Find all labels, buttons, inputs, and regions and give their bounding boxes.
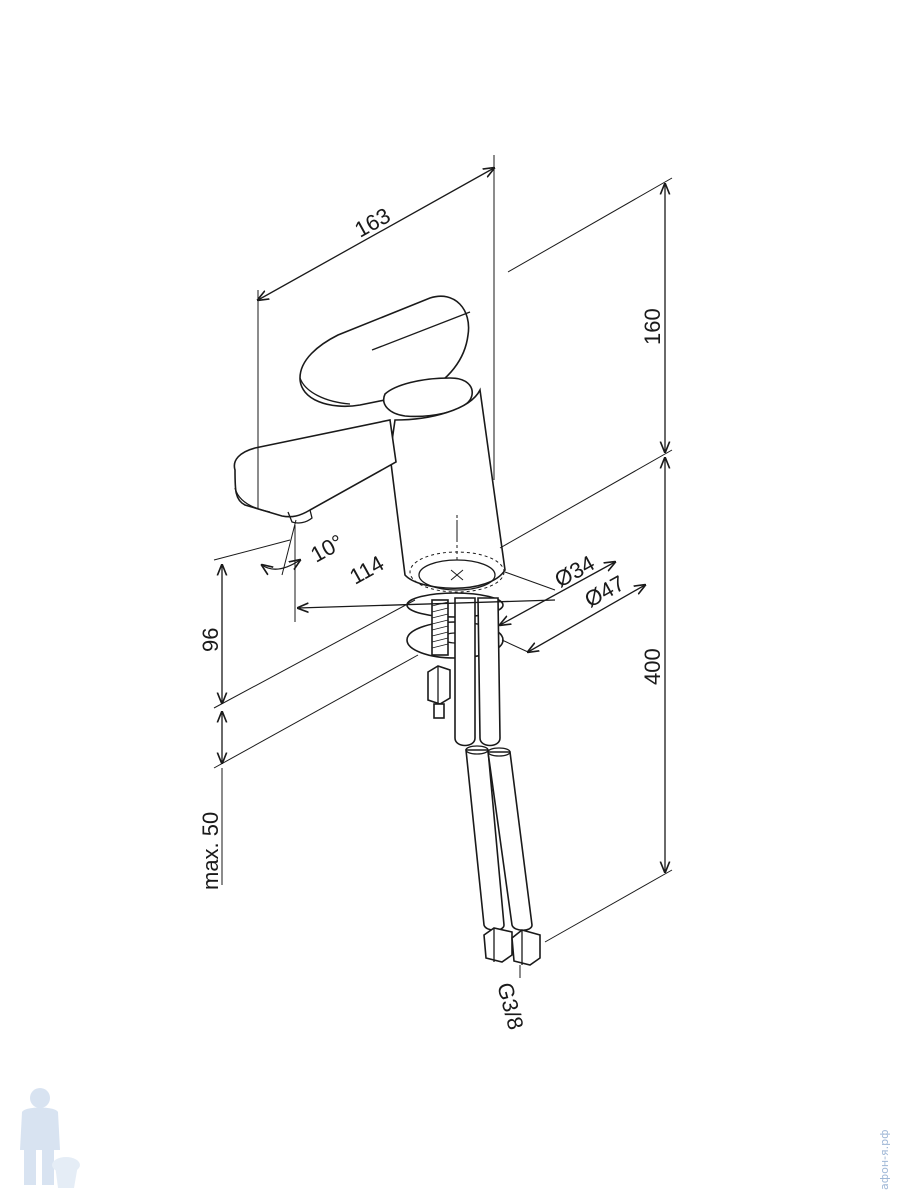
dim-angle: 10° bbox=[306, 529, 347, 567]
dim-thread: G3/8 bbox=[492, 980, 528, 1033]
dim-spout-reach: 114 bbox=[345, 551, 388, 590]
watermark-text: афон-я.рф bbox=[878, 1129, 891, 1190]
braided-hoses bbox=[454, 597, 541, 978]
plumber-logo bbox=[20, 1088, 80, 1188]
dimension-lines bbox=[213, 155, 673, 943]
dim-max-thickness: max. 50 bbox=[198, 812, 223, 890]
dim-height-bottom: 400 bbox=[640, 648, 665, 685]
dim-width-total: 163 bbox=[350, 203, 394, 243]
dim-spout-height: 96 bbox=[198, 628, 223, 652]
dim-height-top: 160 bbox=[640, 308, 665, 345]
faucet-body bbox=[233, 295, 506, 593]
